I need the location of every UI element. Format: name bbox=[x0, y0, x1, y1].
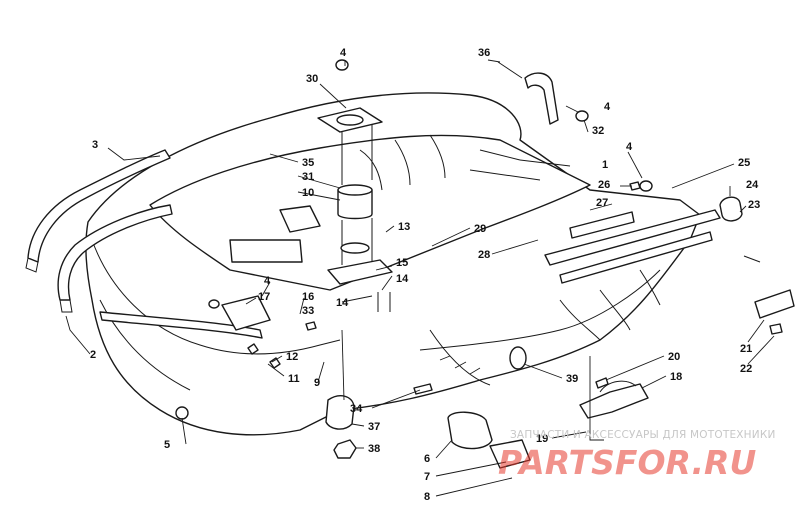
callout-3: 3 bbox=[92, 139, 98, 151]
callout-4-top: 4 bbox=[340, 47, 347, 59]
callout-24: 24 bbox=[746, 179, 759, 191]
callout-6: 6 bbox=[424, 453, 430, 465]
callout-14-right: 14 bbox=[396, 273, 409, 285]
left-runner-2 bbox=[57, 204, 173, 313]
callout-34: 34 bbox=[350, 403, 363, 415]
left-rail-3 bbox=[25, 149, 171, 273]
watermark-logo: PARTSFOR.RU bbox=[498, 443, 756, 482]
callout-35: 35 bbox=[302, 157, 314, 169]
callout-18: 18 bbox=[670, 371, 682, 383]
cooler-bracket-18 bbox=[579, 380, 649, 419]
watermark: ЗАПЧАСТИ И АКСЕССУАРЫ ДЛЯ МОТОТЕХНИКИ PA… bbox=[498, 429, 776, 482]
callout-5: 5 bbox=[164, 439, 170, 451]
block-21 bbox=[754, 289, 795, 319]
callout-23: 23 bbox=[748, 199, 760, 211]
callout-15: 15 bbox=[396, 257, 408, 269]
callout-36: 36 bbox=[478, 47, 490, 59]
callout-22: 22 bbox=[740, 363, 752, 375]
callout-4-left: 4 bbox=[264, 275, 271, 287]
callout-21: 21 bbox=[740, 343, 752, 355]
bracket-36 bbox=[524, 72, 559, 125]
callout-33: 33 bbox=[302, 305, 314, 317]
callout-16: 16 bbox=[302, 291, 314, 303]
bracket-17 bbox=[221, 295, 271, 331]
callout-31: 31 bbox=[302, 171, 314, 183]
callout-30: 30 bbox=[306, 73, 318, 85]
callout-8: 8 bbox=[424, 491, 430, 503]
washer-5 bbox=[175, 406, 189, 420]
nut-38 bbox=[333, 439, 357, 459]
callout-38: 38 bbox=[368, 443, 380, 455]
callout-11: 11 bbox=[288, 373, 300, 385]
callout-4-right: 4 bbox=[604, 101, 611, 113]
callout-7: 7 bbox=[424, 471, 430, 483]
callout-32: 32 bbox=[592, 125, 604, 137]
callout-1: 1 bbox=[602, 159, 608, 171]
callout-37: 37 bbox=[368, 421, 380, 433]
steering-column bbox=[317, 107, 393, 285]
right-skid-rail bbox=[544, 209, 721, 284]
watermark-tagline: ЗАПЧАСТИ И АКСЕССУАРЫ ДЛЯ МОТОТЕХНИКИ bbox=[510, 429, 776, 441]
callout-10: 10 bbox=[302, 187, 314, 199]
callout-26: 26 bbox=[598, 179, 610, 191]
callout-labels: 4 30 36 4 32 3 35 31 10 4 1 25 26 24 27 … bbox=[90, 47, 760, 503]
callout-28: 28 bbox=[478, 249, 490, 261]
part-6 bbox=[447, 411, 531, 469]
callout-12: 12 bbox=[286, 351, 298, 363]
callout-19: 19 bbox=[536, 433, 548, 445]
grommet-39 bbox=[509, 346, 527, 370]
cap-24 bbox=[719, 196, 743, 222]
callout-20: 20 bbox=[668, 351, 680, 363]
callout-29: 29 bbox=[474, 223, 486, 235]
callout-4-mid: 4 bbox=[626, 141, 633, 153]
callout-27: 27 bbox=[596, 197, 608, 209]
callout-9: 9 bbox=[314, 377, 320, 389]
front-bar bbox=[99, 311, 263, 339]
callout-39: 39 bbox=[566, 373, 578, 385]
fasteners bbox=[208, 59, 783, 395]
callout-17: 17 bbox=[258, 291, 270, 303]
callout-13: 13 bbox=[398, 221, 410, 233]
callout-2: 2 bbox=[90, 349, 96, 361]
callout-25: 25 bbox=[738, 157, 750, 169]
callout-14-left: 14 bbox=[336, 297, 349, 309]
leader-lines bbox=[65, 60, 775, 497]
